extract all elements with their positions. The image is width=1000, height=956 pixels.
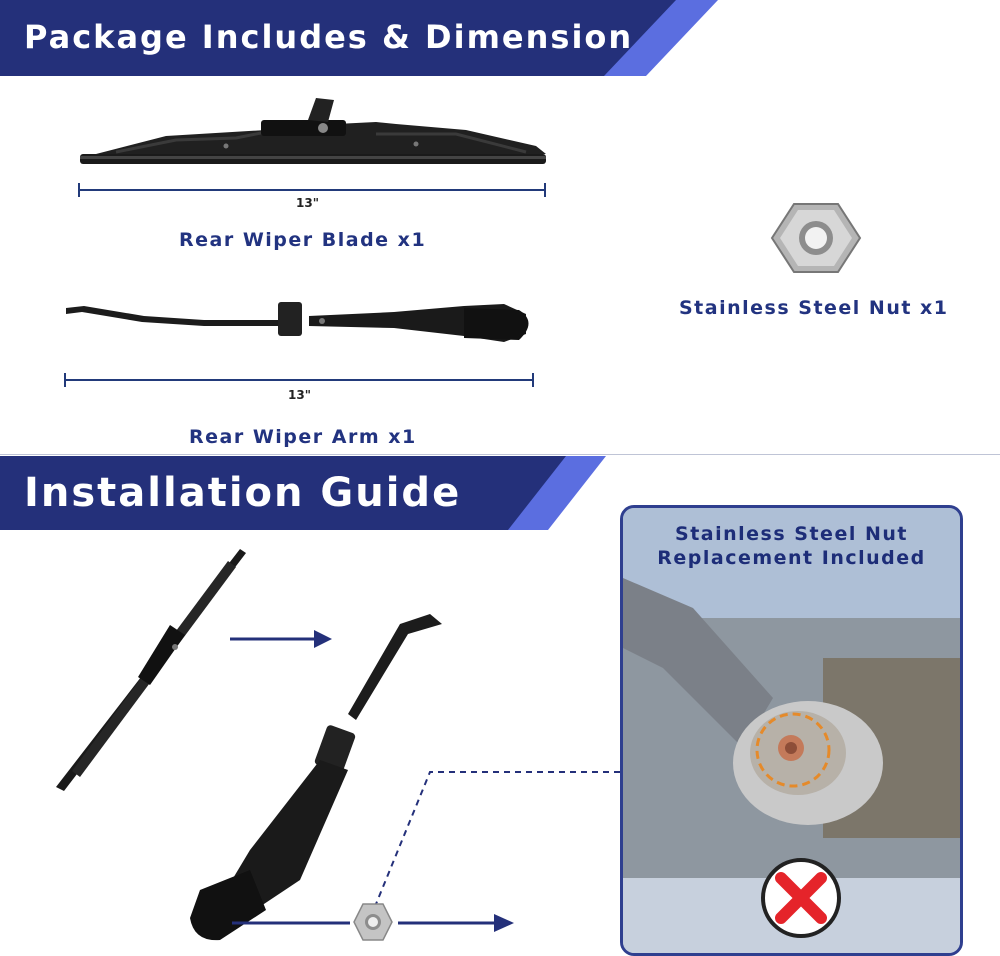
arm-dimension-line: [64, 373, 534, 387]
reject-x-icon: [761, 858, 841, 938]
diagonal-blade-image: [56, 549, 246, 791]
photo-card-title-line2: Replacement Included: [657, 547, 926, 569]
wiper-blade-image: [80, 98, 546, 164]
section-divider: [0, 454, 1000, 455]
dashed-connector: [375, 771, 620, 905]
install-banner-shape: [0, 456, 606, 530]
arrow-right-icon: [230, 630, 332, 648]
photo-card-title: Stainless Steel Nut Replacement Included: [623, 522, 960, 570]
blade-dimension-line: [78, 183, 546, 197]
package-banner-shape: [0, 0, 718, 76]
install-banner: Installation Guide: [0, 456, 610, 532]
package-banner: Package Includes & Dimension: [0, 0, 720, 76]
arm-label: Rear Wiper Arm x1: [189, 426, 417, 448]
small-nut-image: [353, 903, 393, 941]
vertical-arm-image: [190, 614, 442, 941]
install-banner-title: Installation Guide: [24, 470, 462, 516]
blade-dimension-label: 13": [296, 196, 319, 210]
package-banner-title: Package Includes & Dimension: [24, 18, 634, 56]
arm-dimension-label: 13": [288, 388, 311, 402]
wiper-arm-image: [66, 302, 529, 342]
nut-replacement-photo-card: Stainless Steel Nut Replacement Included: [620, 505, 963, 956]
photo-card-title-line1: Stainless Steel Nut: [675, 523, 908, 545]
nut-label: Stainless Steel Nut x1: [679, 297, 949, 319]
hex-nut-image: [770, 203, 862, 273]
installed-nut-photo: [623, 508, 960, 953]
blade-label: Rear Wiper Blade x1: [179, 229, 427, 251]
arrow-right-bottom-icon: [232, 914, 514, 932]
